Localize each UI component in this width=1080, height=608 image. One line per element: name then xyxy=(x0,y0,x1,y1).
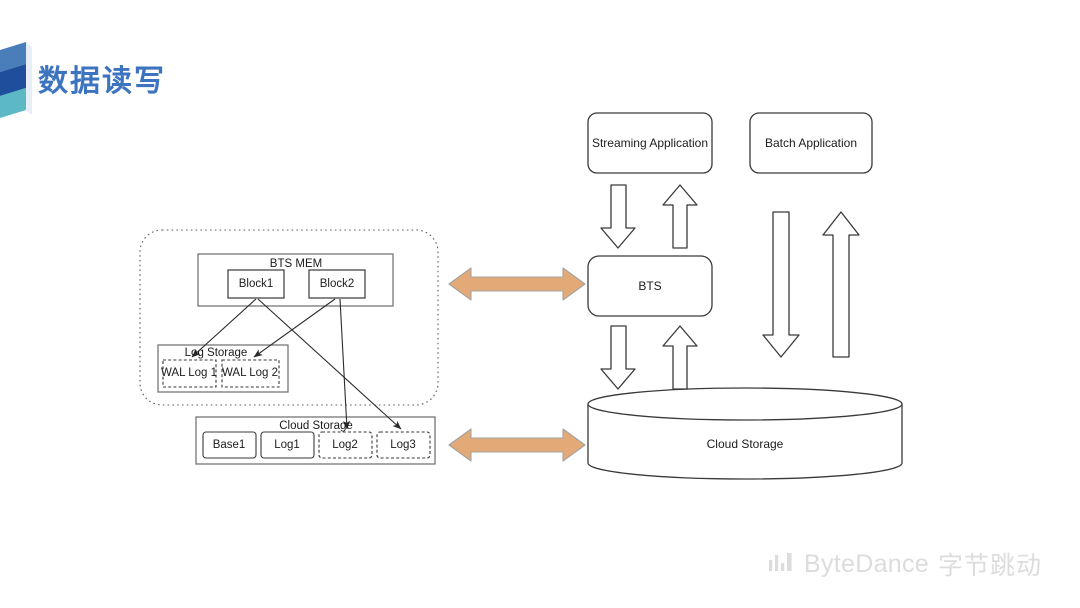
bytedance-slide-mark-icon xyxy=(0,42,32,118)
base1-box xyxy=(202,431,257,459)
wal-log-1-box xyxy=(162,359,217,388)
log2-box xyxy=(318,431,373,459)
bytedance-footer-logo: ByteDance 字节跳动 xyxy=(768,546,1042,582)
bts-to-streaming-arrow xyxy=(662,184,698,249)
cloud-to-batch-arrow xyxy=(822,211,860,358)
block1-box xyxy=(227,269,285,299)
bar-chart-icon xyxy=(768,553,792,571)
bts-box xyxy=(587,255,713,317)
log1-box xyxy=(260,431,315,459)
slide-header: 数据读写 xyxy=(0,0,1080,130)
block2-box xyxy=(308,269,366,299)
edge-block2-to-log2 xyxy=(339,298,351,430)
cloud-to-cloud-link-arrow xyxy=(448,428,586,462)
bytedance-wordmark: ByteDance xyxy=(803,549,929,578)
page-title: 数据读写 xyxy=(38,65,166,98)
cloud-storage-cylinder xyxy=(587,387,903,480)
bts-node-container xyxy=(139,229,439,406)
streaming-application-box xyxy=(587,112,713,174)
mem-to-bts-link-arrow xyxy=(448,267,586,301)
log3-box xyxy=(376,431,431,459)
edge-block1-to-log3 xyxy=(257,298,402,430)
edge-block2-to-wal2 xyxy=(253,298,336,358)
streaming-to-bts-arrow xyxy=(600,184,636,249)
wal-log-2-box xyxy=(221,359,280,388)
cloud-to-bts-arrow xyxy=(662,325,698,390)
bts-to-cloud-arrow xyxy=(600,325,636,390)
batch-to-cloud-arrow xyxy=(762,211,800,358)
bytedance-wordmark-cn: 字节跳动 xyxy=(937,552,1042,580)
batch-application-box xyxy=(749,112,873,174)
edge-block1-to-wal1 xyxy=(191,298,257,358)
